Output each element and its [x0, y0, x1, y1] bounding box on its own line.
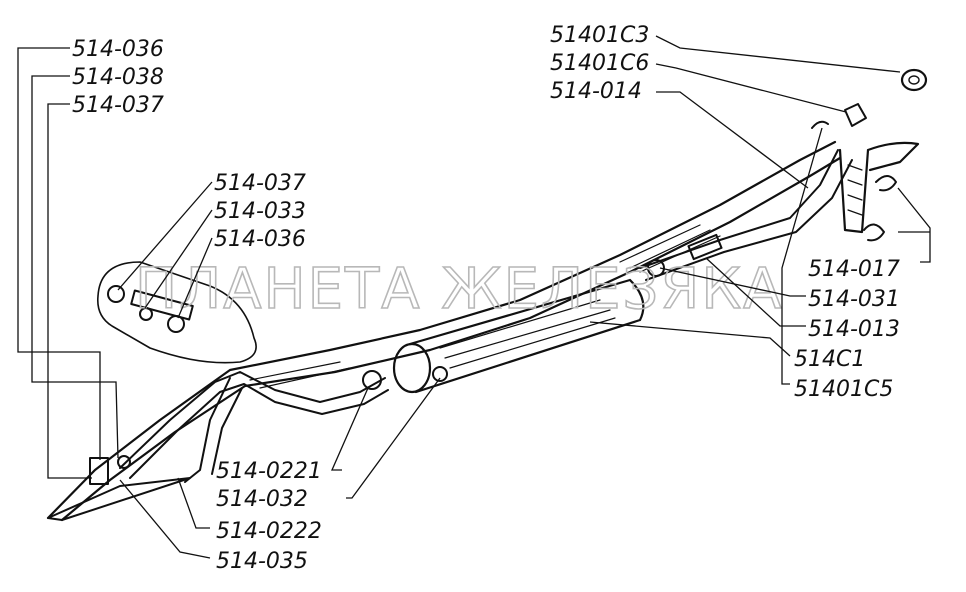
hook-51401C5 [811, 120, 829, 129]
label-514-036-inset: 514-036 [214, 227, 306, 252]
tail-clamp [647, 259, 665, 277]
label-514-038: 514-038 [72, 65, 164, 90]
leader-514-0222 [177, 477, 210, 529]
assembly-drawing [46, 68, 928, 522]
exhaust-pipe-lower [129, 383, 389, 479]
coupling-0221 [362, 370, 382, 390]
inset-nut [167, 315, 185, 333]
leader-514-017 [897, 187, 931, 263]
label-514-013: 514-013 [808, 317, 900, 342]
leader-514-031 [659, 267, 806, 297]
label-514-017: 514-017 [808, 257, 900, 282]
label-514-033: 514-033 [214, 199, 306, 224]
muffler-front-cap [392, 342, 432, 394]
inset-outline [96, 261, 257, 364]
muffler-shading [439, 299, 616, 369]
label-514-035: 514-035 [216, 549, 308, 574]
leader-514-033 [144, 209, 213, 309]
watermark-text: ПЛАНЕТА ЖЕЛЕЗЯКА [135, 257, 783, 322]
clip-017-lower [863, 223, 885, 242]
leader-514-032 [346, 377, 441, 499]
label-514-032: 514-032 [216, 487, 308, 512]
frame-rail-hatch [249, 224, 721, 389]
label-51401C6: 51401C6 [550, 51, 649, 76]
leader-514-0221 [331, 387, 369, 471]
label-514-031: 514-031 [808, 287, 900, 312]
front-bolt [117, 455, 131, 469]
label-514-037: 514-037 [72, 93, 164, 118]
leader-514-037 [47, 103, 92, 479]
label-514-037-inset: 514-037 [214, 171, 306, 196]
callout-labels: 514-036 514-038 514-037 514-037 514-033 … [72, 23, 900, 574]
inset-clamp-bar [130, 289, 194, 321]
leader-lines [17, 35, 931, 559]
muffler-clamp-front [432, 366, 448, 382]
leader-514-014 [656, 91, 809, 189]
leader-514-036 [17, 47, 101, 460]
exhaust-pipe-upper [119, 371, 386, 469]
label-514-0221: 514-0221 [216, 459, 322, 484]
clip-017-upper [875, 175, 897, 192]
rear-hanger-hatch [847, 164, 863, 216]
exhaust-down-pipe [184, 377, 243, 483]
label-51401C5: 51401C5 [794, 377, 893, 402]
inset-washer [107, 285, 125, 303]
frame-rail-lower [60, 156, 842, 522]
front-bracket [89, 457, 109, 485]
leader-514-038 [31, 75, 119, 459]
leader-514-013 [705, 257, 806, 327]
bushing-51401C3-hole [908, 75, 920, 85]
frame-rail [46, 140, 837, 520]
tail-pipe-upper [639, 149, 839, 269]
leader-51401C6 [655, 63, 847, 113]
tail-pipe-lower [645, 159, 853, 281]
label-51401C3: 51401C3 [550, 23, 649, 48]
leader-51401C5 [781, 127, 823, 385]
leader-514-037-inset [117, 181, 213, 291]
rear-hanger [838, 141, 920, 234]
label-514-014: 514-014 [550, 79, 642, 104]
leader-514-036-inset [177, 237, 213, 319]
bushing-51401C3 [900, 68, 928, 92]
hanger-plate-51401C6 [844, 103, 867, 127]
tail-sleeve [687, 233, 723, 261]
muffler-body [408, 278, 645, 394]
leader-51401C3 [655, 35, 901, 73]
label-514-0222: 514-0222 [216, 519, 322, 544]
label-514C1: 514C1 [794, 347, 865, 372]
front-pipe-end [47, 477, 191, 521]
label-514-036: 514-036 [72, 37, 164, 62]
leader-514C1 [589, 321, 791, 357]
inset-bolt [139, 307, 153, 321]
leader-514-035 [119, 479, 211, 559]
